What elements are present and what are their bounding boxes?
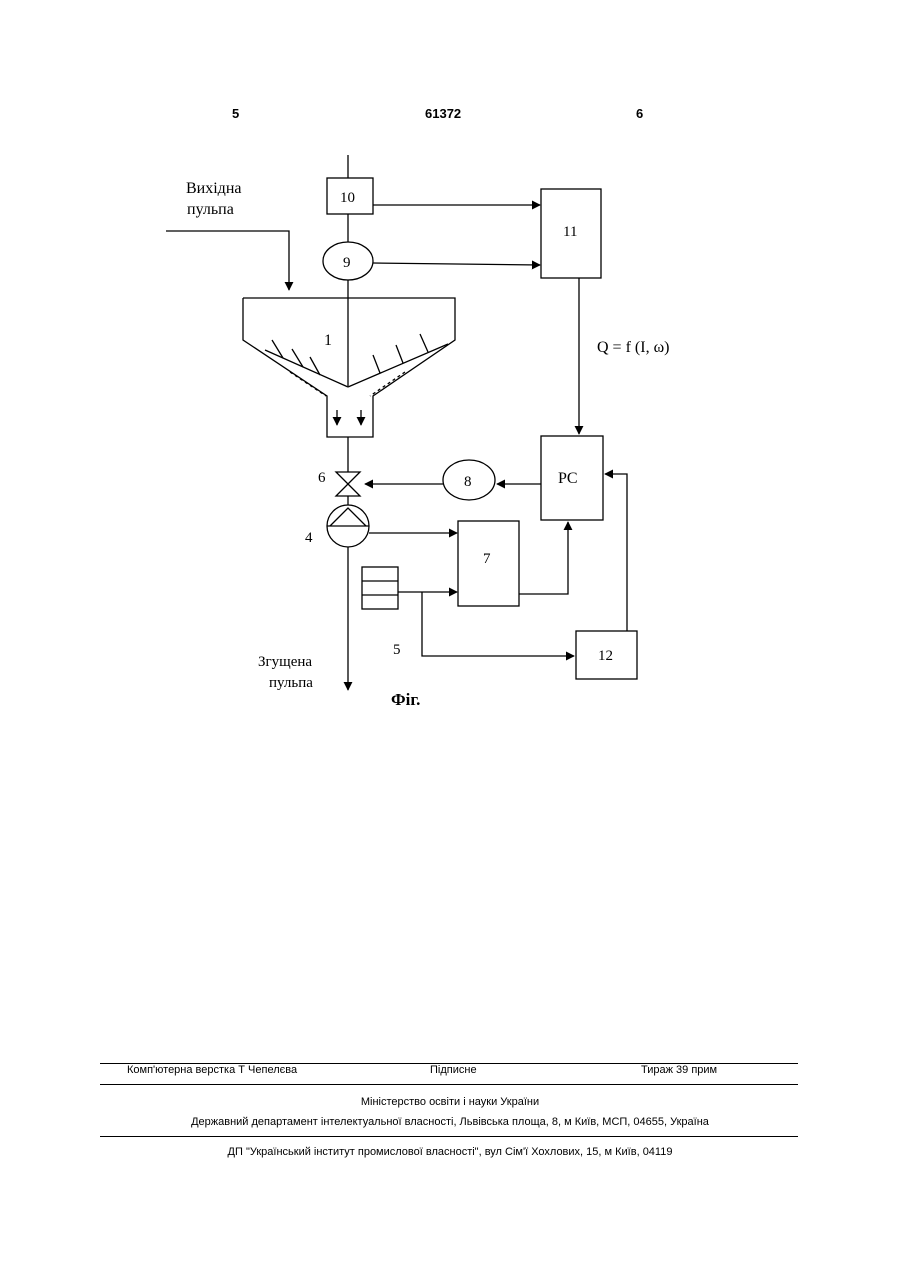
line-5-to-12 bbox=[422, 592, 574, 656]
valve-6 bbox=[336, 472, 360, 496]
signed-label: Підписне bbox=[430, 1064, 477, 1076]
rake-left bbox=[265, 350, 348, 387]
block-12-label: 12 bbox=[598, 648, 613, 664]
input-pulp-line bbox=[166, 231, 289, 290]
valve-6-label: 6 bbox=[318, 470, 326, 486]
footer-rule-bottom bbox=[100, 1136, 798, 1137]
block-7-label: 7 bbox=[483, 551, 491, 567]
institute-line: ДП "Український інститут промислової вла… bbox=[0, 1146, 900, 1158]
department-line: Державний департамент інтелектуальної вл… bbox=[0, 1116, 900, 1128]
input-label-line1: Вихідна bbox=[186, 180, 241, 197]
line-7-to-pc bbox=[519, 522, 568, 594]
output-label-line2: пульпа bbox=[269, 675, 313, 691]
sensor-9-label: 9 bbox=[343, 255, 351, 271]
figure-caption: Фіг. bbox=[391, 690, 420, 709]
thickener-control-diagram: Вихідна пульпа 10 9 11 1 Q = f (I, ω) PC… bbox=[0, 0, 900, 760]
output-label-line1: Згущена bbox=[258, 654, 312, 670]
line-9-to-11 bbox=[373, 263, 540, 265]
block-10-label: 10 bbox=[340, 190, 355, 206]
footer-rule-middle bbox=[100, 1084, 798, 1085]
formula-label: Q = f (I, ω) bbox=[597, 339, 669, 356]
block-5-label: 5 bbox=[393, 642, 401, 658]
typesetting-credit: Комп'ютерна верстка Т Чепелєва bbox=[127, 1064, 297, 1076]
circulation-label: Тираж 39 прим bbox=[641, 1064, 717, 1076]
ministry-line: Міністерство освіти і науки України bbox=[0, 1096, 900, 1108]
input-label-line2: пульпа bbox=[187, 201, 234, 218]
thickener-tank bbox=[243, 298, 455, 437]
line-12-to-pc bbox=[605, 474, 627, 631]
block-11-label: 11 bbox=[563, 224, 577, 240]
actuator-8-label: 8 bbox=[464, 474, 472, 490]
block-5 bbox=[362, 567, 398, 609]
pump-4-label: 4 bbox=[305, 530, 313, 546]
thickener-label: 1 bbox=[324, 332, 332, 349]
pc-label: PC bbox=[558, 470, 578, 487]
